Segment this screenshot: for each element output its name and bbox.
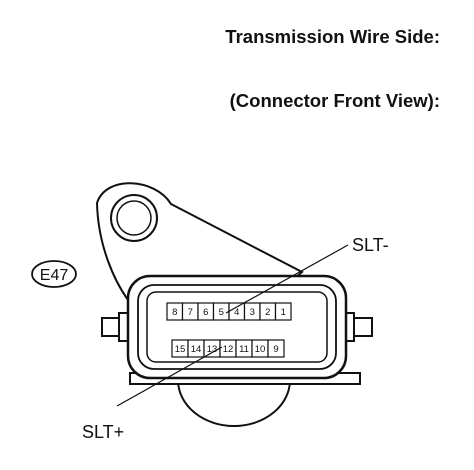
slt-plus-label: SLT+ [82, 422, 124, 442]
slt-minus-leader [225, 244, 349, 314]
pin-cell [274, 302, 292, 321]
pin-number: 5 [219, 307, 224, 318]
pin-number: 4 [234, 307, 239, 318]
connector-code-badge [31, 260, 77, 288]
pin-number: 9 [273, 344, 278, 355]
connector-code: E47 [40, 267, 69, 284]
sensor-body [177, 379, 291, 427]
pin-2: 2 [259, 302, 277, 321]
pin-cell [267, 339, 285, 358]
pin-number: 14 [191, 344, 202, 355]
pin-8: 8 [166, 302, 184, 321]
pin-number: 6 [203, 307, 208, 318]
pin-6: 6 [197, 302, 215, 321]
pin-9: 9 [267, 339, 285, 358]
pin-number: 2 [265, 307, 270, 318]
pin-number: 10 [255, 344, 266, 355]
pin-number: 8 [172, 307, 177, 318]
pin-7: 7 [181, 302, 199, 321]
pin-number: 11 [239, 344, 249, 355]
heading-front-view: (Connector Front View): [229, 90, 440, 111]
pin-13: 13 [203, 339, 221, 358]
pin-number: 12 [223, 344, 234, 355]
pin-number: 1 [281, 307, 286, 318]
slt-plus-leader [116, 346, 223, 407]
pin-number: 13 [207, 344, 218, 355]
pin-number: 3 [250, 307, 255, 318]
heading-wire-side: Transmission Wire Side: [225, 26, 440, 47]
bottom-pin-row: 15 14 13 12 11 10 9 [171, 339, 285, 358]
pin-4: 4 [228, 302, 246, 321]
pin-12: 12 [219, 339, 237, 358]
mounting-hole-inner [116, 200, 152, 236]
pin-3: 3 [243, 302, 261, 321]
pin-number: 15 [175, 344, 186, 355]
slt-minus-label: SLT- [352, 235, 389, 255]
pin-11: 11 [235, 339, 253, 358]
pin-15: 15 [171, 339, 189, 358]
pin-5: 5 [212, 302, 230, 321]
pin-14: 14 [187, 339, 205, 358]
pin-1: 1 [274, 302, 292, 321]
pin-10: 10 [251, 339, 269, 358]
pin-number: 7 [188, 307, 193, 318]
